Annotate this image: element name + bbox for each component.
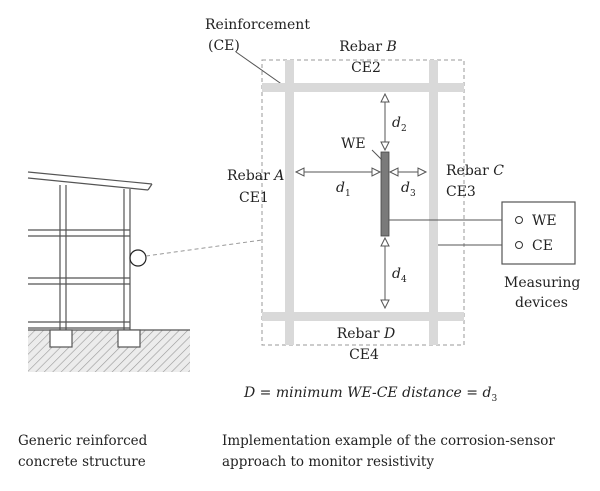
rebar-detail bbox=[235, 51, 516, 346]
rebar-a-ce-label: CE1 bbox=[239, 190, 269, 206]
d4-label: d4 bbox=[392, 266, 407, 285]
terminal-we-icon bbox=[515, 216, 523, 224]
rebar-b-ce-label: CE2 bbox=[351, 60, 381, 76]
rebar-c-bar bbox=[429, 60, 438, 345]
building-caption: Generic reinforced bbox=[18, 433, 148, 449]
rebar-b-bar bbox=[262, 83, 464, 92]
we-sensor-label: WE bbox=[341, 136, 366, 152]
terminal-ce-label: CE bbox=[532, 238, 553, 254]
example-caption: approach to monitor resistivity bbox=[222, 454, 434, 470]
measuring-device-box bbox=[501, 201, 576, 265]
rebar-d-ce-label: CE4 bbox=[349, 347, 379, 363]
building-illustration bbox=[27, 171, 263, 372]
detail-leader-line bbox=[145, 239, 263, 257]
terminal-we-label: WE bbox=[532, 213, 557, 229]
terminal-ce-icon bbox=[515, 241, 523, 249]
measuring-devices-caption: Measuring bbox=[504, 275, 580, 291]
reinforcement-label: Reinforcement bbox=[205, 17, 310, 33]
rebar-d-bar bbox=[262, 312, 464, 321]
d2-label: d2 bbox=[392, 115, 407, 134]
foundation-block bbox=[49, 329, 73, 348]
rebar-d-label: Rebar D bbox=[337, 326, 396, 342]
d1-label: d1 bbox=[336, 180, 351, 199]
d3-label: d3 bbox=[401, 180, 416, 199]
foundation-block bbox=[117, 329, 141, 348]
rebar-c-ce-label: CE3 bbox=[446, 184, 476, 200]
rebar-b-label: Rebar B bbox=[339, 39, 397, 55]
rebar-c-label: Rebar C bbox=[446, 163, 504, 179]
example-caption: Implementation example of the corrosion-… bbox=[222, 433, 555, 449]
distance-formula: D = minimum WE-CE distance = d3 bbox=[243, 385, 497, 404]
rebar-a-bar bbox=[285, 60, 294, 345]
measuring-device bbox=[501, 201, 576, 265]
reinforcement-label: (CE) bbox=[208, 38, 240, 54]
detail-callout-circle bbox=[129, 249, 147, 267]
rebar-a-label: Rebar A bbox=[227, 168, 284, 184]
measuring-devices-caption: devices bbox=[515, 295, 568, 311]
working-electrode bbox=[380, 151, 390, 237]
reinforcement-boundary bbox=[261, 59, 465, 346]
we-label-leader bbox=[371, 149, 383, 161]
building-caption: concrete structure bbox=[18, 454, 146, 470]
